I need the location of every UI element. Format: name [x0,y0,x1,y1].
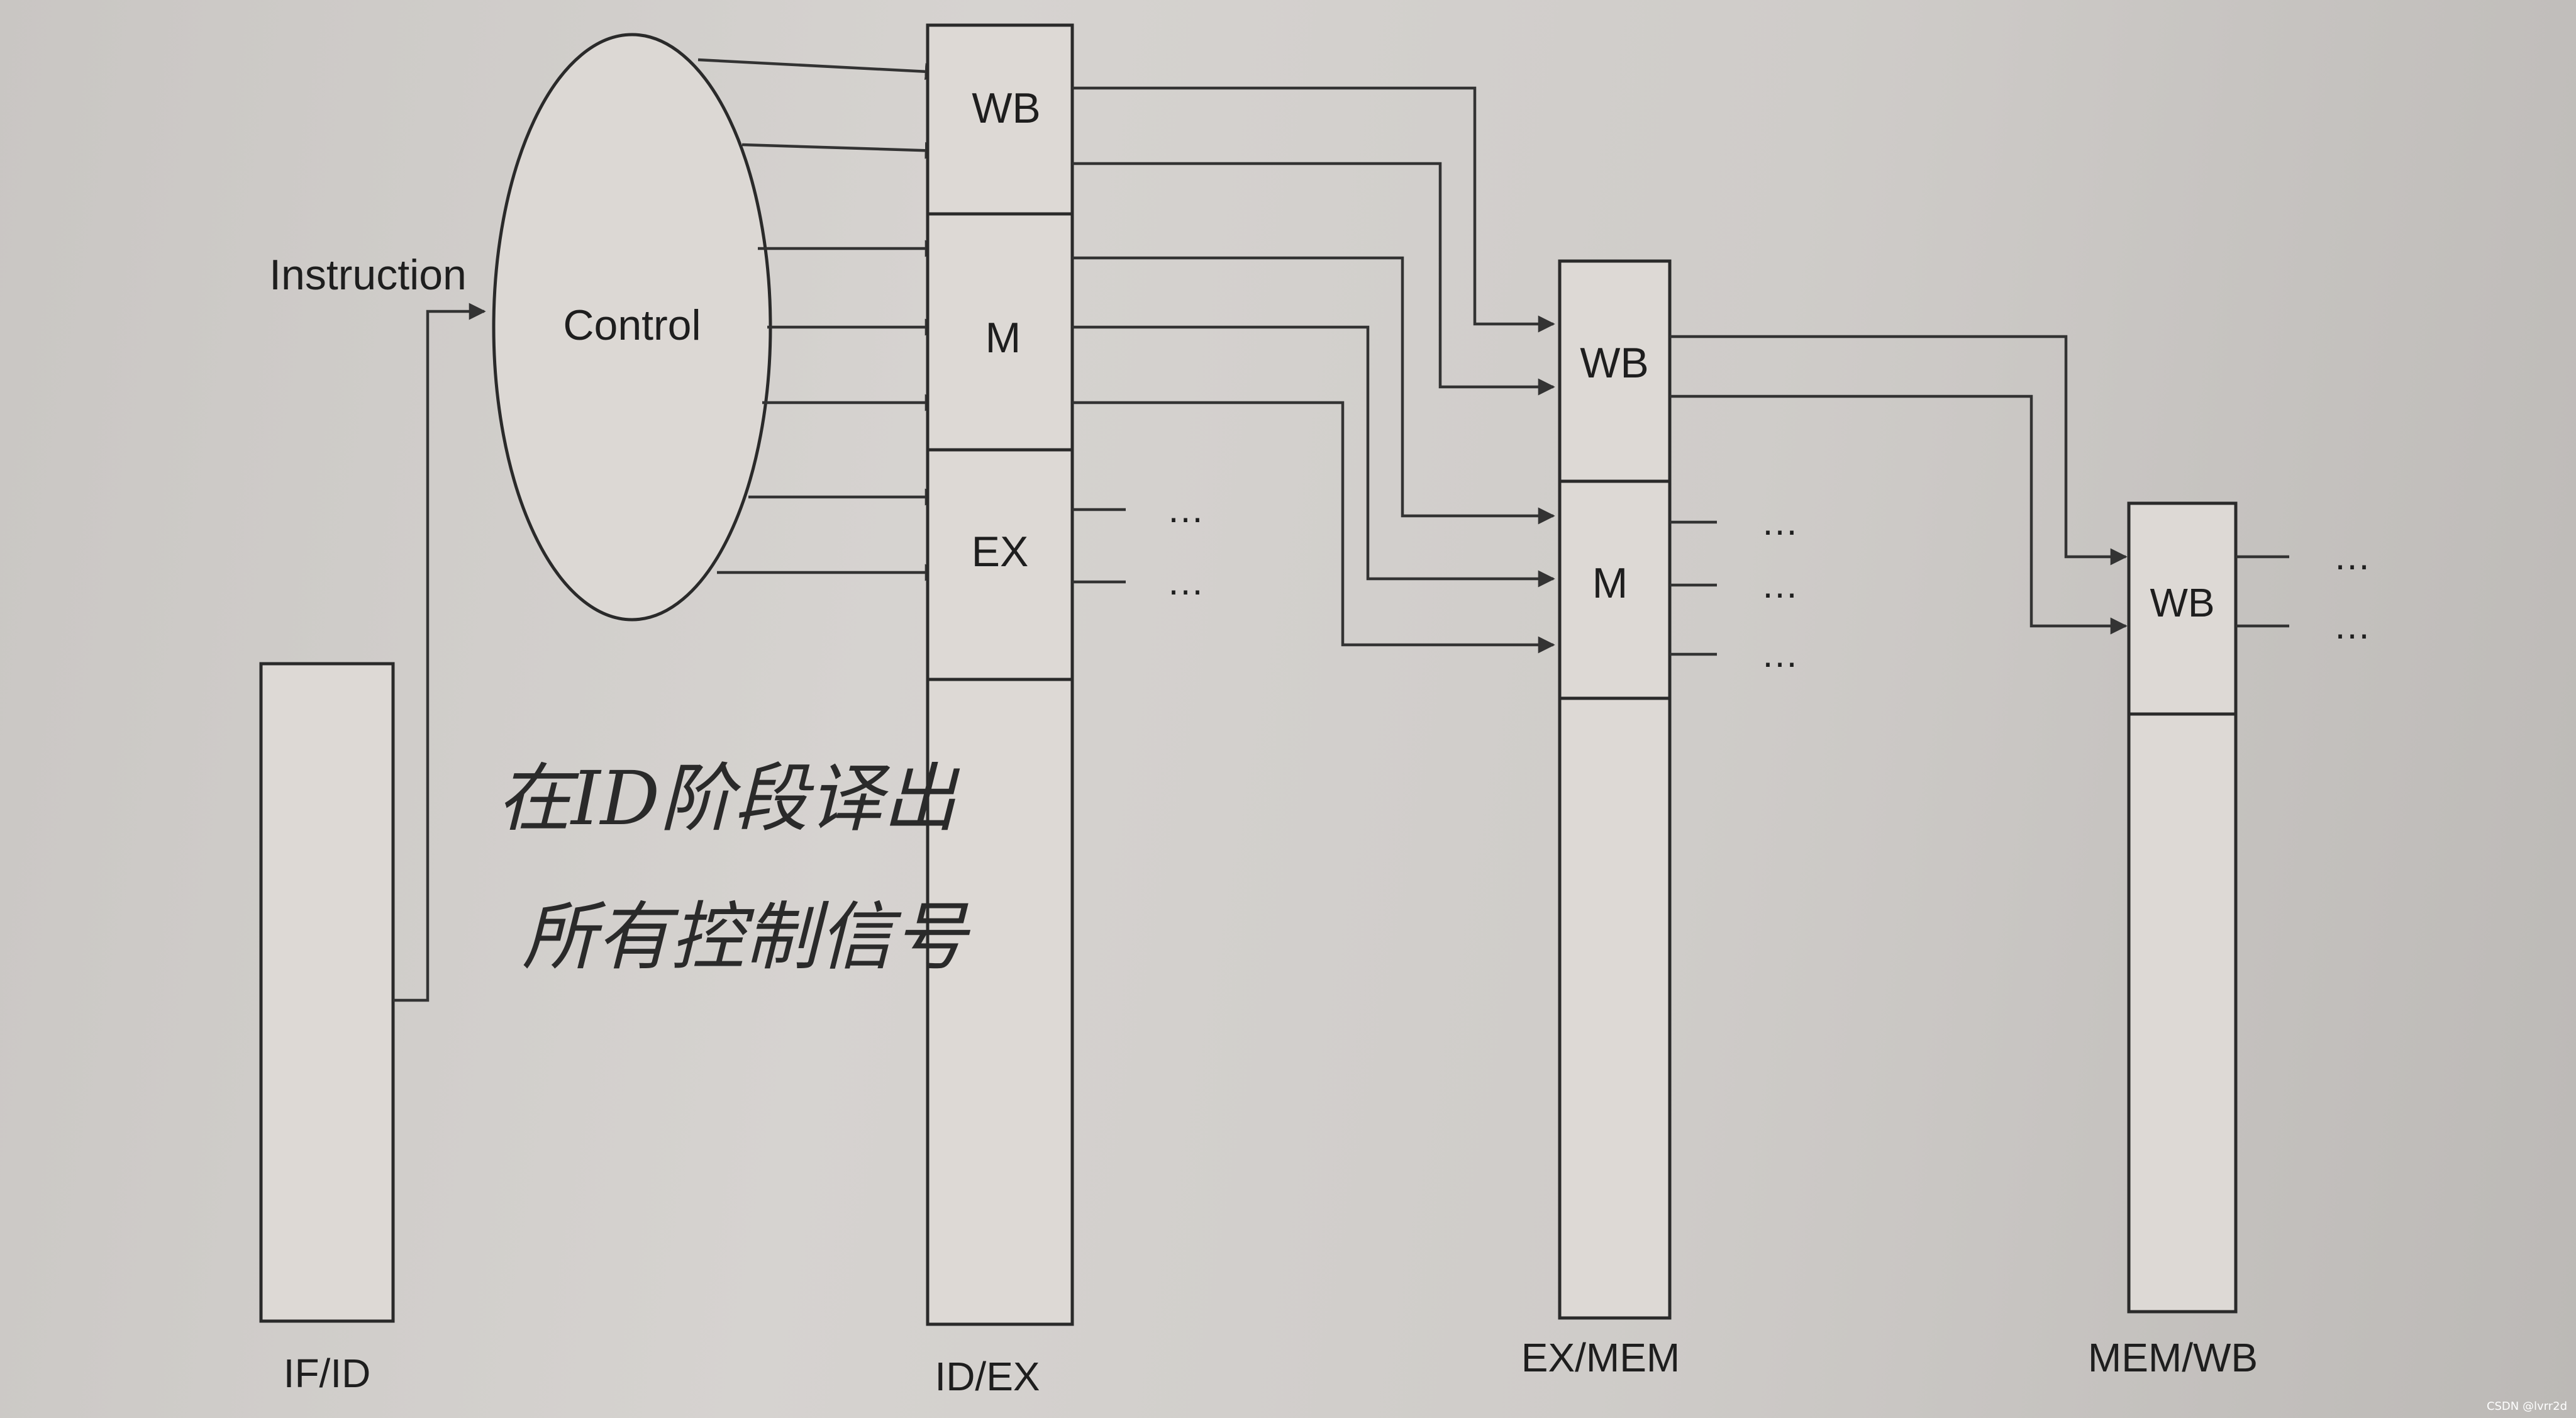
ex-mem-m-label: M [1592,559,1628,607]
instruction-wire [393,303,486,1002]
wb-forward-wire-4 [1670,394,2128,635]
m-forward-wire-3 [1072,401,1555,654]
control-label: Control [563,301,701,349]
m-forward-wire-2 [1072,325,1555,588]
id-ex-m-label: M [985,314,1021,362]
ctrl-wire-wb-1 [697,58,942,81]
id-ex-register [926,23,1074,1326]
ex-output-ellipsis-1: … [1167,488,1204,530]
wb-output-ellipsis-1: … [2333,535,2371,578]
instruction-label: Instruction [269,251,467,299]
ctrl-wire-wb-2 [741,142,942,159]
m-output-ellipsis-2: … [1761,564,1799,606]
wb-output-ellipsis-2: … [2333,605,2371,647]
m-output-ellipsis-3: … [1761,633,1799,675]
ex-mem-register [1558,259,1672,1320]
id-ex-label: ID/EX [935,1354,1040,1399]
ex-mem-label: EX/MEM [1521,1335,1680,1380]
handwritten-note-line-1: 在ID阶段译出 [497,755,960,842]
ex-mem-wb-label: WB [1580,339,1649,387]
handwritten-note-line-2: 所有控制信号 [522,893,971,980]
m-forward-wire-1 [1072,256,1555,525]
if-id-label: IF/ID [284,1351,371,1396]
m-output-ellipsis-1: … [1761,501,1799,543]
wb-forward-wire-2 [1072,162,1555,396]
wb-forward-wire-1 [1072,86,1555,333]
mem-wb-wb-label: WB [2150,580,2214,625]
mem-wb-register [2127,501,2238,1314]
watermark: CSDN @lvrr2d [2486,1400,2567,1413]
id-ex-ex-label: EX [972,528,1029,576]
mem-wb-label: MEM/WB [2088,1335,2258,1380]
ex-output-ellipsis-2: … [1167,561,1204,603]
id-ex-wb-label: WB [972,84,1041,132]
if-id-register [259,662,395,1323]
wb-forward-wire-3 [1670,335,2128,566]
